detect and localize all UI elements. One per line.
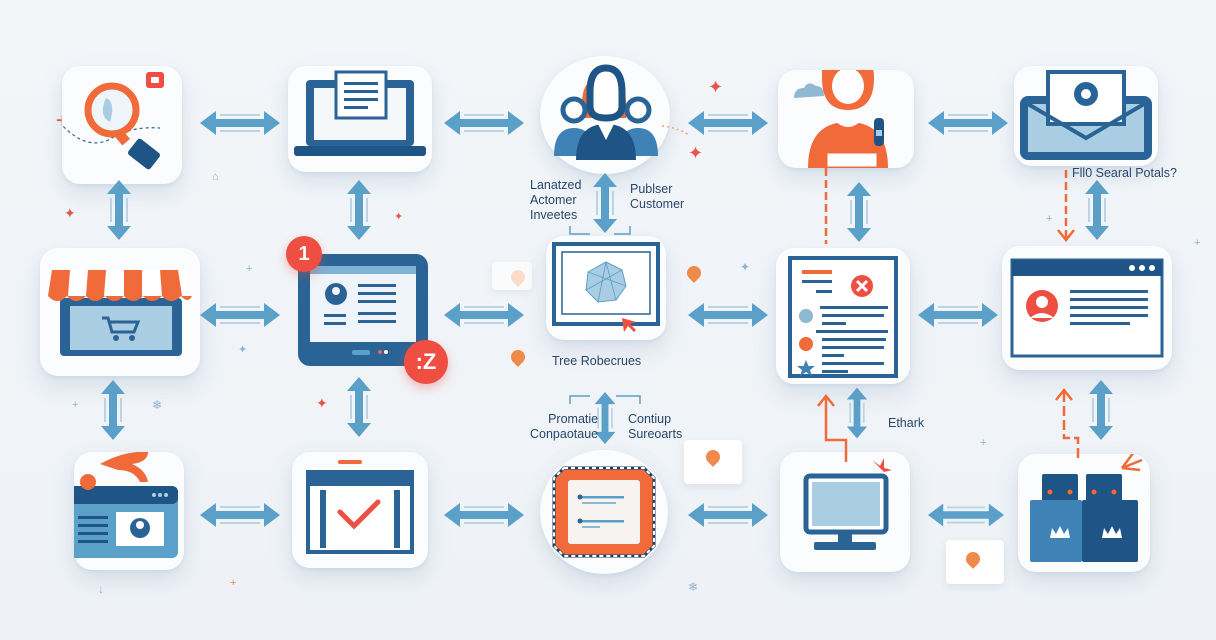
sparkle-icon: + [1046,213,1053,225]
node-servers[interactable] [1018,454,1150,572]
node-agent[interactable] [778,70,914,168]
label-chip-right: Contiup Sureoarts [628,412,682,442]
monitor-network-icon [552,242,660,332]
sparkle-icon: ✦ [740,260,751,274]
label-team-left: Lanatzed Actomer Inveetes [530,178,581,223]
location-pin-icon [508,347,528,367]
snowflake-icon: ❄ [152,398,163,412]
bidirectional-arrow [444,302,524,328]
node-email[interactable] [1014,66,1158,166]
bidirectional-arrow-vertical [592,172,618,234]
sparkle-icon: + [980,437,987,449]
label-line: Sureoarts [628,427,683,441]
label-line: Lanatzed [530,178,582,192]
sparkle-icon: ✦ [394,211,404,223]
bidirectional-arrow [688,302,768,328]
node-report[interactable] [776,248,910,384]
sparkle-icon: ↓ [98,582,104,596]
checkmark-window-icon [306,460,414,554]
bidirectional-arrow [918,302,998,328]
bidirectional-arrow-vertical [100,380,126,440]
sparkle-icon: ✦ [238,344,248,356]
node-id-card[interactable] [74,452,184,570]
snowflake-icon: ❄ [688,580,699,594]
server-boxes-icon [1030,454,1143,562]
node-search[interactable] [62,66,182,184]
notification-badge: 1 [286,236,322,272]
document-report-icon [788,256,898,378]
sparkle-icon: ✦ [316,395,328,411]
label-monitor-caption: Tree Robecrues [552,354,642,368]
label-line: Publser [630,182,673,196]
bidirectional-arrow-vertical [846,386,868,440]
browser-profile-icon [1010,258,1164,358]
desktop-computer-icon [803,458,892,550]
envelope-icon [1020,70,1152,160]
notification-badge: :Z [404,340,448,384]
chip-note-icon [552,466,656,558]
user-group-icon [554,64,658,160]
sparkle-icon: + [230,577,237,589]
label-team-right: Publser Customer [630,182,684,212]
label-email-caption: Fll0 Searal Potals? [1072,166,1177,180]
bidirectional-arrow-vertical [106,180,132,240]
sparkle-icon: ✦ [64,205,76,221]
label-line: Actomer [530,193,577,207]
bidirectional-arrow [444,502,524,528]
label-line: Promatie [548,412,599,426]
bidirectional-arrow-vertical [846,182,872,242]
bidirectional-arrow [928,502,1004,528]
laptop-document-icon [294,70,426,156]
node-browser-profile[interactable] [1002,246,1172,370]
label-line: Inveetes [530,208,578,222]
bidirectional-arrow-vertical [592,392,618,444]
id-card-icon [74,452,178,558]
sparkle-icon: + [246,263,253,275]
location-pin-icon [684,263,704,283]
node-team[interactable] [540,56,670,174]
label-report-caption: Ethark [888,416,925,430]
node-tablet[interactable] [290,246,440,372]
bidirectional-arrow-vertical [1084,180,1110,240]
bidirectional-arrow-vertical [346,180,372,240]
bidirectional-arrow [688,110,768,136]
node-chip[interactable] [540,450,668,574]
person-badge-icon [794,70,888,168]
bidirectional-arrow-vertical [1088,380,1114,440]
node-laptop[interactable] [288,66,432,172]
label-line: Customer [630,197,685,211]
sparkle-icon: + [1194,237,1201,249]
tablet-profile-icon [298,254,428,366]
bidirectional-arrow [200,110,280,136]
bidirectional-arrow [928,110,1008,136]
bidirectional-arrow [200,502,280,528]
node-desktop[interactable] [780,452,910,572]
label-line: Contiup [628,412,672,426]
sparkle-icon: ✦ [708,77,724,97]
node-store[interactable] [40,248,200,376]
sparkle-icon: ✦ [688,143,704,163]
label-chip-left: Promatie Conpaotaue [530,412,598,442]
magnifier-search-icon [62,72,164,170]
bidirectional-arrow [444,110,524,136]
sparkle-icon: ⌂ [212,171,219,183]
note-card [492,262,532,290]
node-monitor-network[interactable] [546,236,666,340]
sparkle-icon: + [72,399,79,411]
label-line: Conpaotaue [530,427,599,441]
bidirectional-arrow [688,502,768,528]
bidirectional-arrow-vertical [346,376,372,438]
node-checklist[interactable] [292,452,428,568]
storefront-cart-icon [48,270,192,356]
bidirectional-arrow [200,302,280,328]
